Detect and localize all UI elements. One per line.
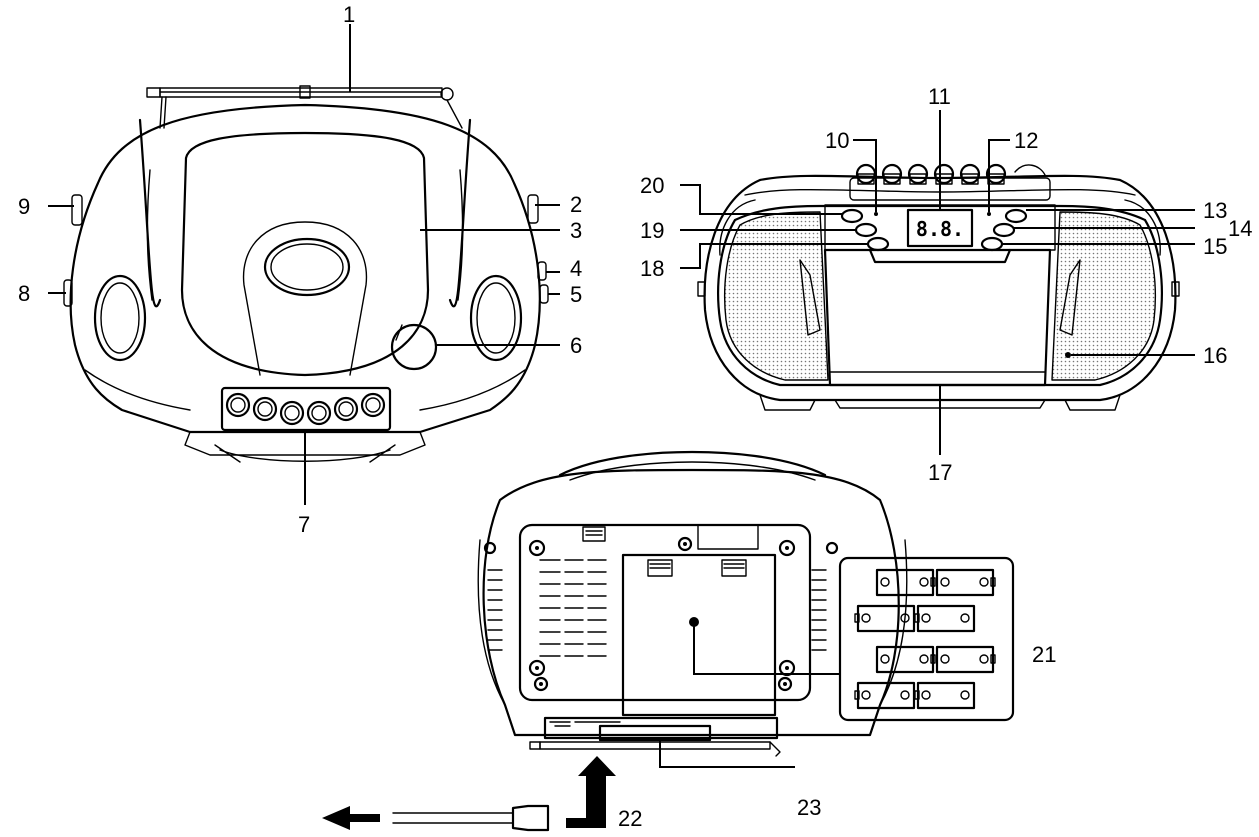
callout-2: 2 (570, 192, 582, 217)
front-button-15 (980, 236, 1004, 252)
power-cord (322, 756, 616, 832)
callout-16: 16 (1203, 343, 1227, 368)
callout-13: 13 (1203, 198, 1227, 223)
callout-10: 10 (825, 128, 849, 153)
left-side-socket (71, 194, 83, 226)
battery-cells (854, 568, 996, 710)
front-button-13 (1004, 208, 1028, 224)
back-panel (518, 523, 812, 702)
speaker-point (1065, 352, 1071, 358)
callout-1: 1 (343, 2, 355, 27)
back-view (477, 450, 908, 757)
cd-window (263, 237, 351, 297)
battery-compartment-door (621, 553, 777, 717)
cd-lid (180, 131, 430, 377)
screws (483, 536, 839, 692)
callout-14: 14 (1228, 216, 1252, 241)
control-button-panel (220, 386, 392, 432)
callout-8: 8 (18, 281, 30, 306)
callout-15: 15 (1203, 234, 1227, 259)
side-vents (487, 569, 827, 651)
callout-19: 19 (640, 218, 664, 243)
callout-17: 17 (928, 460, 952, 485)
callout-labels: 1 2 3 4 5 6 7 8 9 10 11 12 13 14 15 16 1… (18, 2, 1252, 831)
indicator-led-10 (874, 212, 878, 216)
callout-18: 18 (640, 256, 664, 281)
callout-21: 21 (1032, 642, 1056, 667)
right-speaker-grille (1051, 211, 1157, 381)
callout-6: 6 (570, 333, 582, 358)
front-view: 8.8. (697, 163, 1180, 411)
callout-4: 4 (570, 256, 582, 281)
callout-12: 12 (1014, 128, 1038, 153)
callout-11: 11 (928, 84, 951, 109)
indicator-led-12 (987, 212, 991, 216)
right-speaker-port (469, 274, 523, 362)
left-speaker-port (93, 274, 147, 362)
callout-23: 23 (797, 795, 821, 820)
cassette-door (823, 248, 1052, 387)
ac-socket (598, 724, 712, 742)
callout-3: 3 (570, 218, 582, 243)
callout-9: 9 (18, 194, 30, 219)
top-control-buttons (849, 163, 1051, 201)
top-view-body (69, 103, 541, 434)
front-button-14 (992, 222, 1016, 238)
callout-22: 22 (618, 806, 642, 831)
battery-inset (838, 556, 1015, 722)
callout-7: 7 (298, 512, 310, 537)
front-button-19 (854, 222, 878, 238)
callout-5: 5 (570, 282, 582, 307)
right-lower-socket-b (539, 284, 549, 304)
volume-knob (390, 323, 438, 371)
right-side-socket (527, 194, 539, 224)
front-button-20 (840, 208, 864, 224)
left-arrow-icon (322, 806, 380, 830)
control-buttons (225, 392, 386, 426)
top-view (63, 85, 549, 463)
leader-lines (48, 24, 1195, 768)
left-speaker-grille (723, 211, 829, 381)
telescopic-antenna (146, 85, 463, 129)
left-vent (539, 559, 607, 657)
front-button-18 (866, 236, 890, 252)
display-readout: 8.8. (916, 217, 964, 241)
rating-label (697, 524, 759, 550)
back-view-body (482, 468, 900, 737)
callout-20: 20 (640, 173, 664, 198)
